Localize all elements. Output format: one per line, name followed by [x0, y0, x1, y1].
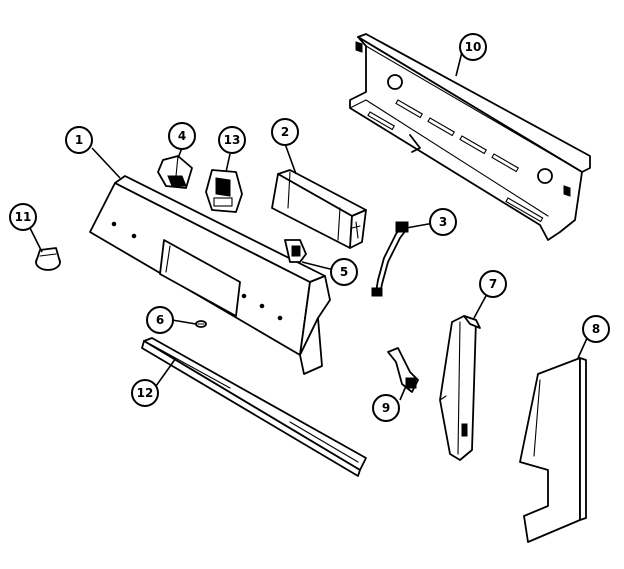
part-11-knob [35, 247, 61, 271]
part-2-control-board [271, 169, 367, 249]
callout-4: 4 [168, 122, 196, 150]
callout-label: 12 [137, 386, 154, 400]
callout-label: 2 [281, 125, 289, 139]
callout-7: 7 [479, 270, 507, 298]
part-1-control-panel [89, 175, 331, 375]
callout-12: 12 [131, 379, 159, 407]
callout-label: 7 [489, 277, 497, 291]
callout-label: 1 [75, 133, 83, 147]
callout-3: 3 [429, 208, 457, 236]
callout-13: 13 [218, 126, 246, 154]
part-7-side-trim [439, 315, 481, 461]
part-4-switch [157, 155, 193, 189]
callout-10: 10 [459, 33, 487, 61]
callout-label: 9 [382, 401, 390, 415]
callout-label: 4 [178, 129, 186, 143]
callout-label: 10 [465, 40, 482, 54]
callout-2: 2 [271, 118, 299, 146]
part-6-screw [195, 320, 207, 328]
callout-label: 5 [340, 265, 348, 279]
callout-9: 9 [372, 394, 400, 422]
callout-1: 1 [65, 126, 93, 154]
callout-8: 8 [582, 315, 610, 343]
part-10-rear-bracket [349, 33, 591, 241]
callout-label: 3 [439, 215, 447, 229]
callout-label: 13 [224, 133, 241, 147]
callout-label: 8 [592, 322, 600, 336]
callout-6: 6 [146, 306, 174, 334]
part-3-wire-harness [371, 221, 409, 297]
callout-label: 11 [15, 210, 32, 224]
part-13-module [205, 169, 243, 213]
callout-11: 11 [9, 203, 37, 231]
callout-label: 6 [156, 313, 164, 327]
part-5-clip [284, 239, 307, 263]
part-9-clip [387, 347, 419, 393]
callout-5: 5 [330, 258, 358, 286]
part-8-side-panel [519, 357, 587, 543]
part-12-trim-strip [141, 337, 367, 477]
